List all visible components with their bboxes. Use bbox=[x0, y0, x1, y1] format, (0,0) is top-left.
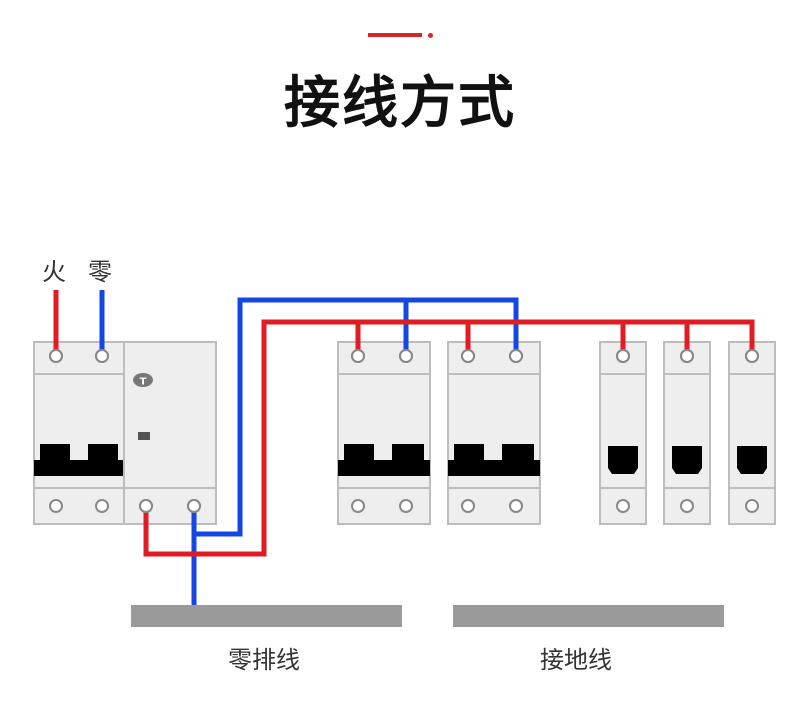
rcd-test-button[interactable]: T bbox=[133, 373, 153, 388]
rcd-test-label: T bbox=[140, 377, 147, 388]
breaker-1p-c bbox=[728, 341, 776, 525]
live-label: 火 bbox=[42, 258, 66, 286]
breaker-1p-c-lever bbox=[737, 446, 767, 474]
breaker-2p-a bbox=[337, 341, 431, 525]
neutral-bar-label: 零排线 bbox=[228, 646, 300, 674]
breaker-1p-a-lever bbox=[608, 446, 638, 474]
main-breaker-lever bbox=[34, 444, 124, 476]
breaker-2p-a-lever bbox=[338, 444, 430, 476]
title-accent-dot bbox=[428, 33, 433, 38]
neutral-label: 零 bbox=[88, 258, 112, 286]
breaker-1p-b-lever bbox=[672, 446, 702, 474]
breaker-2p-b-lever bbox=[448, 444, 540, 476]
neutral-bus-bar bbox=[131, 605, 402, 627]
breaker-1p-a bbox=[599, 341, 647, 525]
breaker-1p-b bbox=[663, 341, 711, 525]
rcd-module: T bbox=[123, 341, 217, 525]
page-title: 接线方式 bbox=[284, 71, 516, 136]
main-breaker bbox=[33, 341, 125, 525]
ground-bus-bar bbox=[453, 605, 724, 627]
live-distribution-wire bbox=[143, 319, 755, 557]
terminal-caps bbox=[49, 349, 759, 513]
rcd-indicator bbox=[138, 432, 150, 440]
title-accent-line bbox=[368, 33, 422, 37]
neutral-distribution-wire bbox=[191, 297, 519, 537]
breaker-2p-b bbox=[447, 341, 541, 525]
ground-bar-label: 接地线 bbox=[540, 646, 612, 674]
